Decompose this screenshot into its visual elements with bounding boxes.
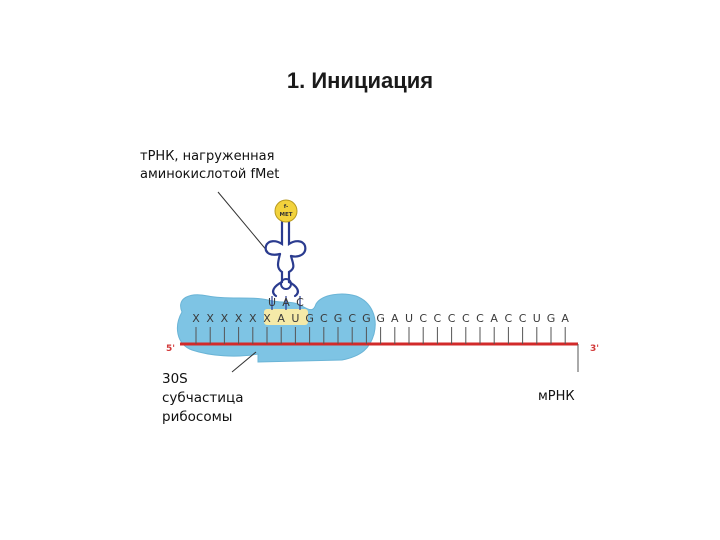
mrna-nucleotide: G bbox=[305, 312, 314, 325]
anticodon-base: U bbox=[268, 296, 276, 309]
mrna-nucleotide: X bbox=[192, 312, 200, 325]
mrna-nucleotide: C bbox=[419, 312, 427, 325]
mrna-nucleotide: X bbox=[249, 312, 257, 325]
subunit-pointer-line bbox=[231, 351, 257, 373]
trna-pointer-line bbox=[217, 191, 269, 253]
mrna-nucleotide: C bbox=[505, 312, 513, 325]
trna-molecule bbox=[264, 218, 307, 298]
subunit-label: 30S субчастица рибосомы bbox=[162, 370, 244, 427]
mrna-nucleotide: C bbox=[348, 312, 356, 325]
mrna-nucleotide: G bbox=[362, 312, 371, 325]
mrna-nucleotide: A bbox=[561, 312, 569, 325]
fmet-label-line1: f- bbox=[284, 204, 289, 210]
mrna-nucleotide: C bbox=[434, 312, 442, 325]
mrna-nucleotide: U bbox=[291, 312, 299, 325]
anticodon-base: C bbox=[296, 296, 304, 309]
trna-label-line1: тРНК, нагруженная bbox=[140, 149, 275, 164]
mrna-nucleotide: X bbox=[206, 312, 214, 325]
mrna-nucleotide: U bbox=[405, 312, 413, 325]
mrna-nucleotide: C bbox=[448, 312, 456, 325]
start-codon-highlight bbox=[264, 309, 308, 325]
trna-anticodon-stems bbox=[271, 296, 301, 310]
mrna-nucleotide: X bbox=[263, 312, 271, 325]
mrna-nucleotide: A bbox=[277, 312, 285, 325]
mrna-nucleotide: C bbox=[462, 312, 470, 325]
mrna-nucleotide: C bbox=[519, 312, 527, 325]
mrna-nucleotide: G bbox=[334, 312, 343, 325]
mrna-nucleotide: A bbox=[391, 312, 399, 325]
mrna-nucleotide: A bbox=[490, 312, 498, 325]
mrna-nucleotide-ticks bbox=[195, 327, 566, 344]
subunit-label-line2: субчастица bbox=[162, 390, 244, 406]
mrna-nucleotide: U bbox=[533, 312, 541, 325]
mrna-nucleotide: G bbox=[376, 312, 385, 325]
mrna-label: мРНК bbox=[538, 389, 575, 404]
mrna-nucleotide: G bbox=[547, 312, 556, 325]
diagram-title: 1. Инициация bbox=[286, 68, 434, 93]
subunit-label-line1: 30S bbox=[162, 371, 188, 387]
fmet-label-line2: MET bbox=[280, 212, 293, 218]
fmet-amino-acid bbox=[274, 199, 298, 223]
subunit-label-line3: рибосомы bbox=[162, 409, 233, 425]
mrna-nucleotide: C bbox=[320, 312, 328, 325]
mrna-3prime-end: 3' bbox=[590, 344, 599, 354]
ribosome-30s-subunit bbox=[176, 293, 376, 363]
anticodon-base: A bbox=[282, 296, 290, 309]
mrna-nucleotide: C bbox=[476, 312, 484, 325]
mrna-nucleotide: X bbox=[221, 312, 229, 325]
trna-label-line2: аминокислотой fMet bbox=[140, 167, 280, 182]
mrna-nucleotide: X bbox=[235, 312, 243, 325]
trna-label: тРНК, нагруженная аминокислотой fMet bbox=[140, 148, 279, 184]
mrna-5prime-end: 5' bbox=[166, 344, 175, 354]
